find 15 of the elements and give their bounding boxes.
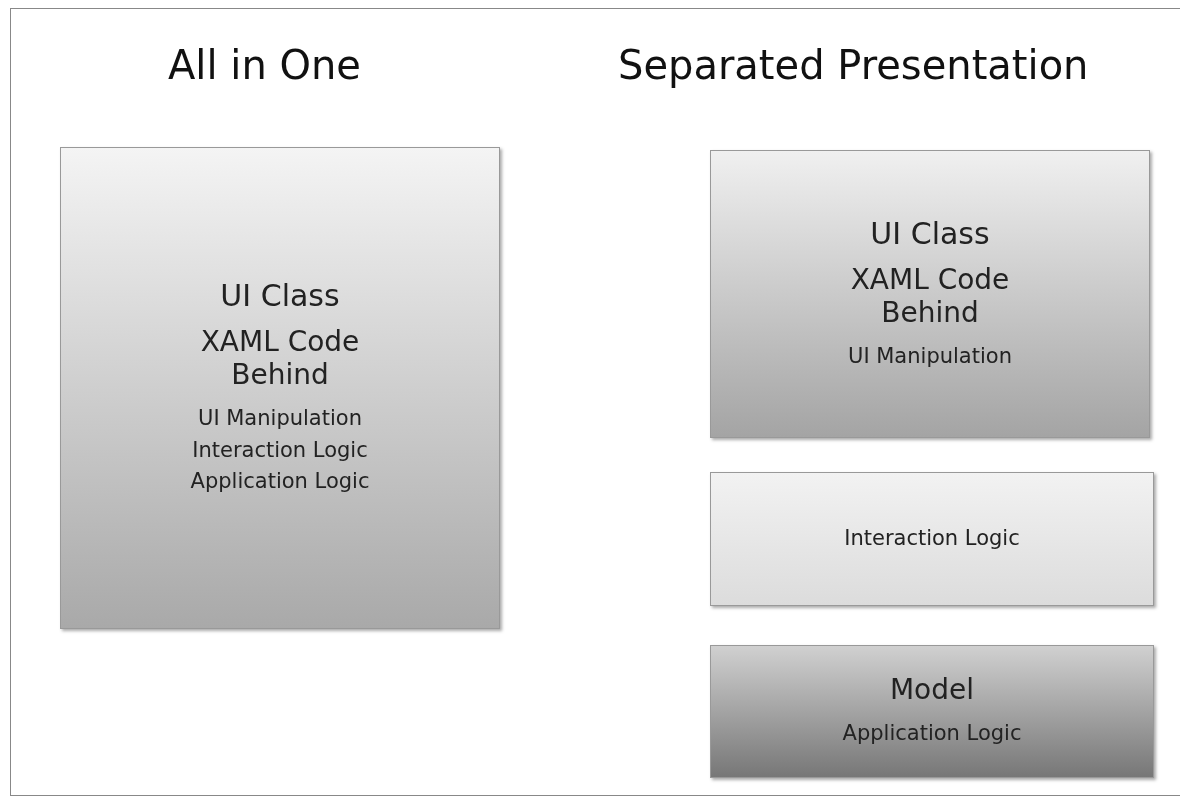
layer-box <box>60 147 500 629</box>
box-title: UI Class <box>870 215 990 251</box>
layer-box <box>710 645 1154 778</box>
column-heading: Separated Presentation <box>618 42 1089 88</box>
box-title: Model <box>889 673 975 707</box>
layer-box <box>710 472 1154 606</box>
box-text: XAML Code Behind <box>849 262 1011 329</box>
box-text: UI Manipulation Interaction Logic Application Logic <box>189 405 371 496</box>
box-text: UI Manipulation <box>848 342 1012 370</box>
box-title: Interaction Logic <box>844 525 1020 553</box>
column-heading: All in One <box>168 42 361 88</box>
box-title: UI Class <box>220 278 340 314</box>
box-text: XAML Code Behind <box>199 325 361 392</box>
layer-box <box>710 150 1150 438</box>
box-text: Application Logic <box>842 720 1022 748</box>
